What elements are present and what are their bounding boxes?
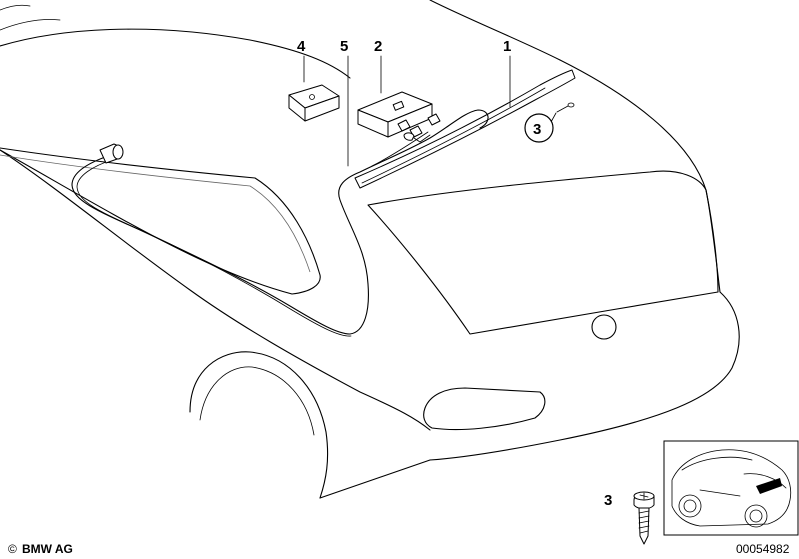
callout-5: 5 (340, 38, 348, 55)
rear-bumper-details (423, 314, 617, 431)
cable-connector-plug (99, 143, 124, 164)
callout-3-inset: 3 (604, 492, 612, 509)
diagram-number: 00054982 (736, 542, 790, 556)
screw-detail-inset: 3 (604, 491, 655, 545)
antenna-amplifier-part-4 (288, 84, 340, 122)
highlight-area-icon (756, 478, 782, 494)
callout-2: 2 (374, 38, 382, 55)
callout-1: 1 (503, 38, 511, 55)
rear-spoiler-strip (354, 69, 576, 189)
callout-3-circled: 3 (524, 113, 554, 143)
screw-part-3-diagram (556, 102, 575, 113)
leader-lines (303, 55, 557, 167)
rear-window (367, 170, 719, 335)
antenna-cable (71, 109, 489, 337)
antenna-module-part-2 (357, 91, 441, 141)
side-window (0, 147, 321, 295)
car-body-outline (0, 0, 740, 499)
vehicle-location-thumbnail (663, 440, 799, 536)
copyright-symbol: © (8, 542, 17, 556)
callout-3-circled-label: 3 (533, 121, 541, 138)
callout-4: 4 (297, 38, 306, 55)
brand-label: BMW AG (22, 542, 73, 556)
bmw-roundel-icon (591, 314, 617, 340)
